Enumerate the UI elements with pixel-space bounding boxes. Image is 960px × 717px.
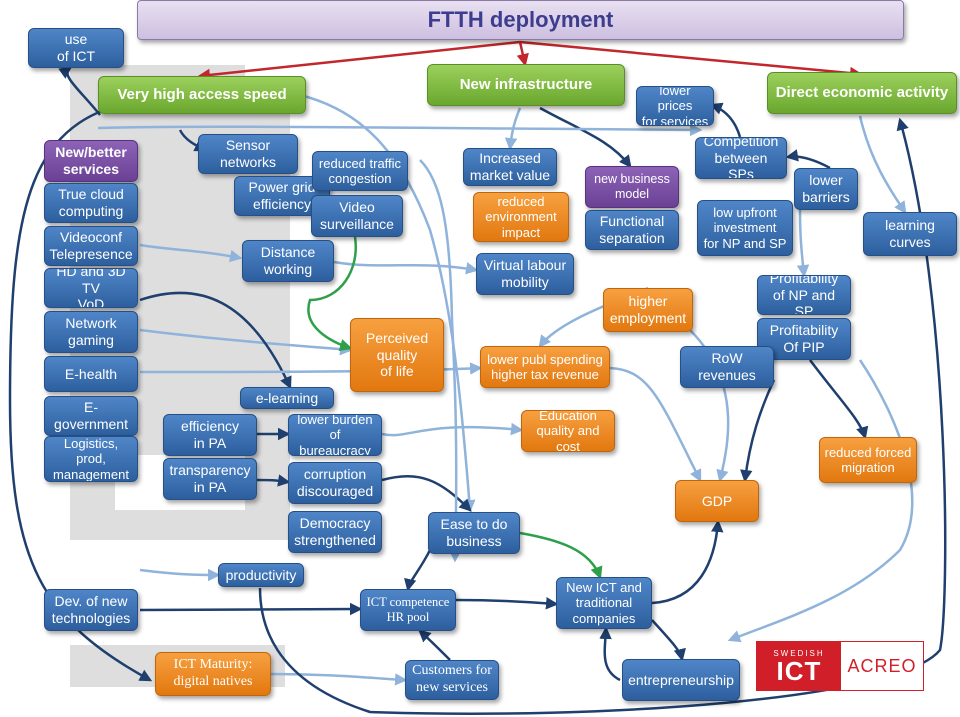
acreo-logo-text: ACREO <box>847 655 917 676</box>
node-video-surveillance: Video surveillance <box>311 195 403 237</box>
node-lower-burden-bureaucracy: lower burden of bureaucracy <box>288 414 382 456</box>
logo-ict-text: ICT <box>776 655 822 686</box>
connector-arrow <box>809 359 869 440</box>
node-functional-separation: Functional separation <box>585 210 679 250</box>
node-hd-3d-tv: HD and 3D TV VoD <box>44 268 138 308</box>
node-gdp: GDP <box>675 480 759 522</box>
node-network-gaming: Network gaming <box>44 311 138 353</box>
node-reduced-forced-migration: reduced forced migration <box>819 437 917 483</box>
connector-arrow <box>740 379 776 483</box>
connector-arrow <box>599 626 621 682</box>
connector-arrow <box>381 475 472 512</box>
node-ict-maturity-digital-natives: ICT Maturity: digital natives <box>155 652 271 696</box>
node-corruption-discouraged: corruption discouraged <box>288 462 382 504</box>
swedish-ict-acreo-logo: SWEDISH ICT ACREO <box>756 641 924 691</box>
node-virtual-labour-mobility: Virtual labour mobility <box>476 253 574 295</box>
node-reduced-traffic: reduced traffic congestion <box>312 151 408 191</box>
connector-arrow <box>455 597 559 610</box>
connector-arrow <box>504 107 522 151</box>
node-ict-competence-hr-pool: ICT competence HR pool <box>360 589 456 631</box>
node-profitability-pip: Profitability Of PIP <box>757 318 851 360</box>
connector-arrow <box>785 149 831 170</box>
node-low-upfront-investment: low upfront investment for NP and SP <box>697 200 793 256</box>
connector-arrow <box>139 602 363 616</box>
node-education-quality-cost: Education quality and cost <box>521 410 615 452</box>
node-new-business-model: new business model <box>585 166 679 208</box>
connector-arrow <box>418 629 451 661</box>
connector-arrow <box>404 549 432 592</box>
node-transparency-in-pa: transparency in PA <box>163 458 257 500</box>
node-customers-new-services: Customers for new services <box>405 660 499 700</box>
node-increased-ict-use: increased use of ICT services <box>28 28 124 68</box>
node-new-infrastructure: New infrastructure <box>427 64 625 106</box>
connector-arrow <box>516 41 529 67</box>
connector-arrow <box>333 260 479 275</box>
node-logistics: Logistics, prod, management <box>44 436 138 482</box>
node-higher-employment: higher employment <box>603 288 693 332</box>
connector-arrow <box>519 531 603 580</box>
connector-arrow <box>381 422 524 437</box>
node-new-ict-traditional-companies: New ICT and traditional companies <box>556 577 652 629</box>
connector-arrow <box>858 115 907 215</box>
node-true-cloud-computing: True cloud computing <box>44 183 138 223</box>
node-competition-between-sps: Competition between SPs <box>695 137 787 179</box>
node-very-high-access-speed: Very high access speed <box>98 76 306 114</box>
diagram-title: FTTH deployment <box>137 0 904 40</box>
connector-arrow <box>139 568 221 582</box>
node-democracy-strengthened: Democracy strengthened <box>288 511 382 553</box>
node-distance-working: Distance working <box>242 240 334 282</box>
node-entrepreneurship: entrepreneurship <box>622 659 740 701</box>
node-e-health: E-health <box>44 356 138 392</box>
swedish-ict-logo: SWEDISH ICT <box>757 642 841 690</box>
connector-arrow <box>651 519 724 605</box>
node-direct-economic-activity: Direct economic activity <box>767 72 957 114</box>
node-lower-prices: lower prices for services <box>636 86 714 126</box>
node-profitability-np-sp: Profitability of NP and SP <box>757 275 851 315</box>
node-dev-new-technologies: Dev. of new technologies <box>44 589 138 631</box>
logo-swedish-text: SWEDISH <box>773 648 825 658</box>
node-e-learning: e-learning <box>240 387 334 409</box>
node-learning-curves: learning curves <box>863 212 957 256</box>
node-row-revenues: RoW revenues <box>680 346 774 388</box>
node-increased-market-value: Increased market value <box>463 148 557 186</box>
node-lower-publ-spending: lower publ spending higher tax revenue <box>480 346 610 388</box>
connector-arrow <box>709 102 742 138</box>
connector-arrow <box>651 619 686 662</box>
node-ease-to-do-business: Ease to do business <box>428 512 520 554</box>
node-videoconf-telepresence: Videoconf Telepresence <box>44 226 138 266</box>
node-e-government: E- government <box>44 396 138 436</box>
node-productivity: productivity <box>218 563 304 587</box>
node-efficiency-in-pa: efficiency in PA <box>163 414 257 456</box>
connector-arrow <box>796 209 810 278</box>
node-lower-barriers: lower barriers <box>794 168 858 210</box>
connector-arrow <box>270 672 408 686</box>
node-sensor-networks: Sensor networks <box>198 134 298 174</box>
node-perceived-quality-of-life: Perceived quality of life <box>350 318 444 392</box>
node-new-better-services: New/better services <box>44 140 138 182</box>
node-reduced-environment-impact: reduced environment impact <box>473 192 569 242</box>
